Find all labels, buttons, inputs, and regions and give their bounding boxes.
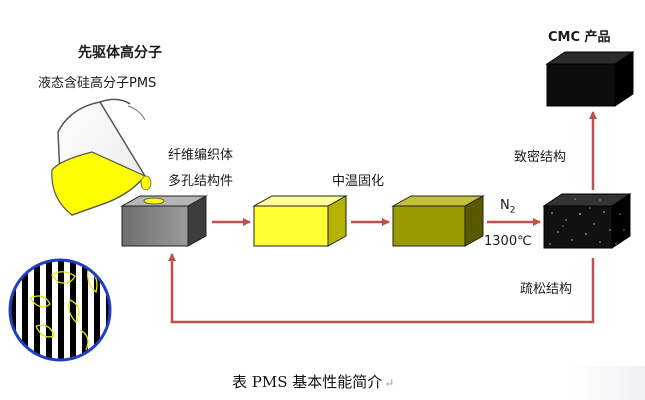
preform-label-line1: 纤维编织体 — [168, 148, 234, 163]
curing-label: 中温固化 — [332, 174, 385, 189]
gas-label: N2 — [500, 198, 516, 216]
woven-fiber-closeup — [8, 258, 112, 362]
precursor-name: 液态含硅高分子PMS — [38, 76, 157, 91]
impregnated-block — [252, 195, 348, 247]
porous-ceramic-block — [542, 193, 632, 249]
figure-caption: 表 PMS 基本性能简介↵ — [232, 373, 395, 391]
fiber-preform-block — [120, 195, 208, 247]
precursor-title: 先驱体高分子 — [78, 45, 162, 61]
dense-structure-label: 致密结构 — [514, 150, 567, 165]
arrow-reimpregnation-loop — [168, 253, 595, 324]
process-arrows — [168, 111, 597, 324]
temperature-label: 1300℃ — [484, 234, 532, 249]
cmc-product-block — [545, 51, 635, 107]
cured-block — [391, 195, 485, 247]
product-label: CMC 产品 — [548, 30, 611, 45]
caption-band — [0, 366, 645, 400]
preform-label-line2: 多孔结构件 — [168, 174, 234, 189]
paragraph-mark: ↵ — [384, 376, 395, 390]
porous-structure-label: 疏松结构 — [520, 282, 573, 297]
beaker-icon — [51, 98, 152, 216]
